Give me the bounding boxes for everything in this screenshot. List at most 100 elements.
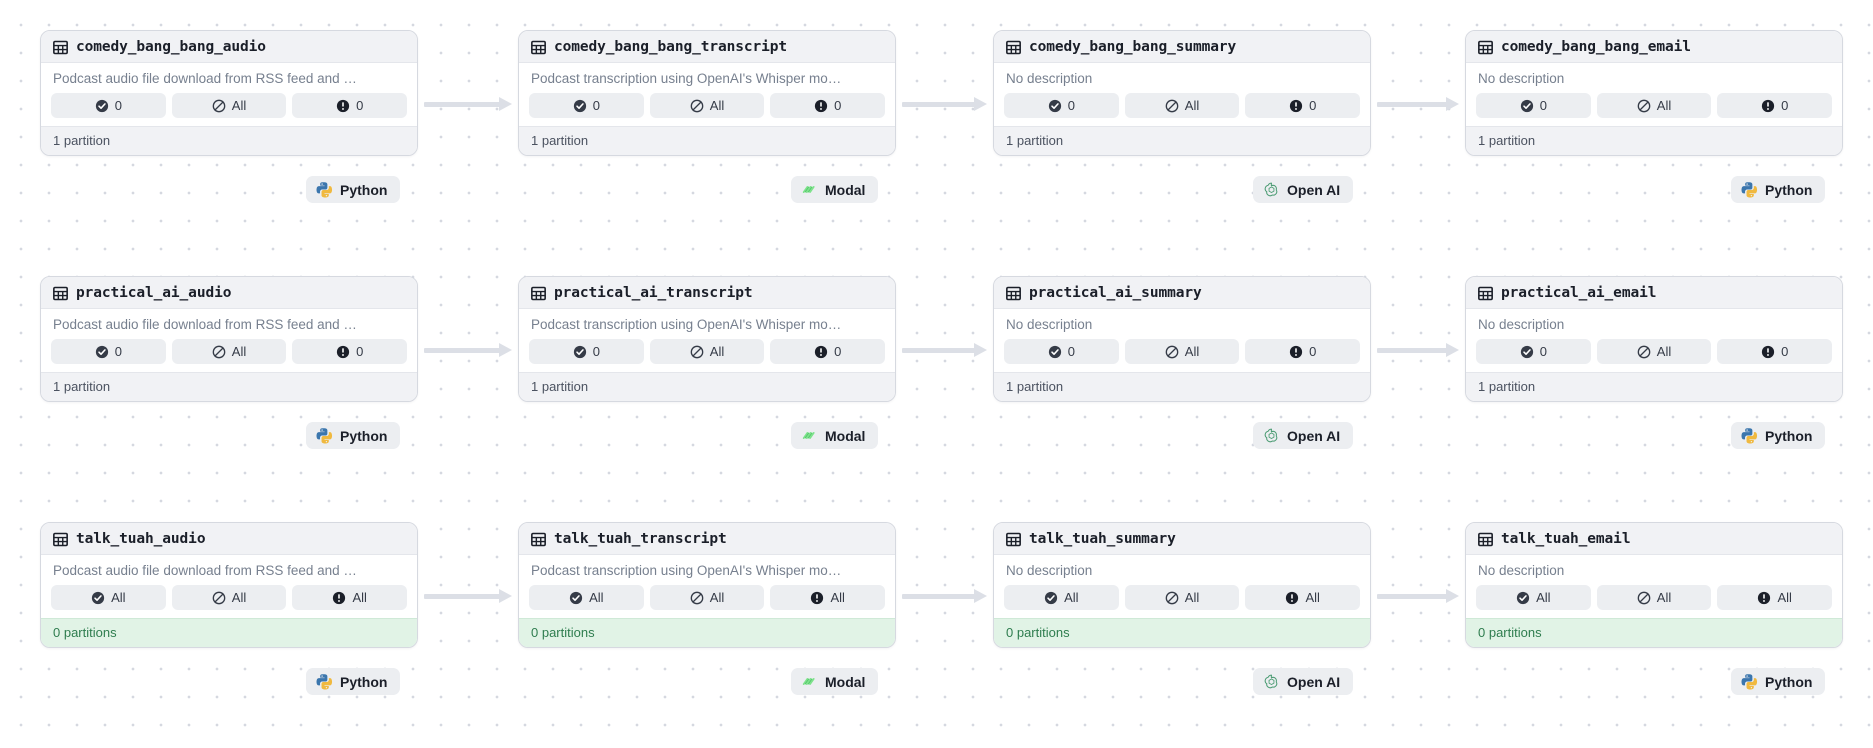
asset-partition-footer[interactable]: 1 partition xyxy=(41,126,417,155)
status-badge-slash-circle[interactable]: All xyxy=(1596,339,1712,364)
status-badge-exclamation-circle[interactable]: 0 xyxy=(770,339,886,364)
status-badge-check-circle[interactable]: All xyxy=(1004,585,1119,610)
status-badge-exclamation-circle[interactable]: All xyxy=(1717,585,1833,610)
tag-chip-python[interactable]: Python xyxy=(1731,422,1826,449)
asset-card-header[interactable]: talk_tuah_audio xyxy=(41,523,417,555)
slash-circle-icon xyxy=(1165,345,1179,358)
status-badge-check-circle[interactable]: All xyxy=(1476,585,1591,610)
status-badge-check-circle[interactable]: 0 xyxy=(1476,339,1591,364)
status-badge-check-circle[interactable]: All xyxy=(51,585,166,610)
asset-card-header[interactable]: comedy_bang_bang_transcript xyxy=(519,31,895,63)
asset-partition-footer[interactable]: 1 partition xyxy=(41,372,417,401)
status-badge-slash-circle[interactable]: All xyxy=(1596,585,1712,610)
status-badge-check-circle[interactable]: All xyxy=(529,585,644,610)
tag-chip-open-ai[interactable]: Open AI xyxy=(1253,668,1354,695)
tag-chip-open-ai[interactable]: Open AI xyxy=(1253,176,1354,203)
status-badge-exclamation-circle[interactable]: 0 xyxy=(1717,93,1833,118)
status-badge-check-circle[interactable]: 0 xyxy=(529,339,644,364)
status-badge-exclamation-circle[interactable]: All xyxy=(292,585,408,610)
status-badge-slash-circle[interactable]: All xyxy=(649,93,765,118)
status-badge-check-circle[interactable]: 0 xyxy=(51,339,166,364)
asset-card-header[interactable]: practical_ai_email xyxy=(1466,277,1842,309)
slash-circle-icon-wrap xyxy=(1637,591,1651,605)
tag-chip-python[interactable]: Python xyxy=(306,668,401,695)
asset-name: talk_tuah_transcript xyxy=(554,531,727,547)
asset-card-header[interactable]: talk_tuah_email xyxy=(1466,523,1842,555)
arrow-head xyxy=(499,97,512,111)
asset-partition-footer[interactable]: 0 partitions xyxy=(994,618,1370,647)
status-badge-check-circle[interactable]: 0 xyxy=(1004,339,1119,364)
asset-description: No description xyxy=(1006,317,1093,332)
asset-partition-footer[interactable]: 1 partition xyxy=(1466,126,1842,155)
status-badge-check-circle[interactable]: 0 xyxy=(51,93,166,118)
status-badge-slash-circle[interactable]: All xyxy=(171,93,287,118)
status-badge-exclamation-circle[interactable]: 0 xyxy=(1245,339,1361,364)
status-badge-exclamation-circle[interactable]: 0 xyxy=(292,93,408,118)
asset-partition-footer[interactable]: 0 partitions xyxy=(41,618,417,647)
status-badge-check-circle[interactable]: 0 xyxy=(1476,93,1591,118)
asset-partition-footer[interactable]: 1 partition xyxy=(1466,372,1842,401)
status-badge-slash-circle[interactable]: All xyxy=(171,585,287,610)
exclamation-circle-icon xyxy=(336,345,350,358)
status-badge-exclamation-circle[interactable]: 0 xyxy=(770,93,886,118)
dependency-arrow xyxy=(424,589,512,603)
asset-card-header[interactable]: talk_tuah_summary xyxy=(994,523,1370,555)
slash-circle-icon xyxy=(1165,591,1179,604)
asset-card-header[interactable]: practical_ai_transcript xyxy=(519,277,895,309)
tag-chip-modal[interactable]: Modal xyxy=(791,668,879,695)
status-badge-exclamation-circle[interactable]: 0 xyxy=(292,339,408,364)
asset-partition-footer[interactable]: 1 partition xyxy=(994,126,1370,155)
tag-chip-modal[interactable]: Modal xyxy=(791,422,879,449)
tag-chip-python[interactable]: Python xyxy=(306,422,401,449)
status-badge-exclamation-circle[interactable]: 0 xyxy=(1717,339,1833,364)
asset-card-header[interactable]: practical_ai_audio xyxy=(41,277,417,309)
asset-card-header[interactable]: comedy_bang_bang_audio xyxy=(41,31,417,63)
asset-partition-footer[interactable]: 1 partition xyxy=(519,372,895,401)
asset-partition-footer[interactable]: 0 partitions xyxy=(1466,618,1842,647)
status-badge-slash-circle[interactable]: All xyxy=(649,585,765,610)
asset-partition-footer[interactable]: 1 partition xyxy=(994,372,1370,401)
asset-card-header[interactable]: comedy_bang_bang_email xyxy=(1466,31,1842,63)
exclamation-circle-icon-wrap xyxy=(336,345,350,359)
tag-chip-modal[interactable]: Modal xyxy=(791,176,879,203)
status-badge-value: All xyxy=(589,590,604,605)
tag-chip-open-ai[interactable]: Open AI xyxy=(1253,422,1354,449)
status-badge-check-circle[interactable]: 0 xyxy=(1004,93,1119,118)
asset-card-header[interactable]: talk_tuah_transcript xyxy=(519,523,895,555)
asset-card-header[interactable]: comedy_bang_bang_summary xyxy=(994,31,1370,63)
status-badge-slash-circle[interactable]: All xyxy=(1124,93,1240,118)
status-badge-check-circle[interactable]: 0 xyxy=(529,93,644,118)
tag-chip-python[interactable]: Python xyxy=(1731,176,1826,203)
status-badge-slash-circle[interactable]: All xyxy=(1124,339,1240,364)
status-badge-slash-circle[interactable]: All xyxy=(1596,93,1712,118)
slash-circle-icon xyxy=(1637,345,1651,358)
status-badge-slash-circle[interactable]: All xyxy=(649,339,765,364)
asset-name: comedy_bang_bang_audio xyxy=(76,39,266,55)
asset-partition-footer[interactable]: 0 partitions xyxy=(519,618,895,647)
status-badge-exclamation-circle[interactable]: 0 xyxy=(1245,93,1361,118)
asset-partition-footer[interactable]: 1 partition xyxy=(519,126,895,155)
tag-chip-python[interactable]: Python xyxy=(306,176,401,203)
status-badge-exclamation-circle[interactable]: All xyxy=(1245,585,1361,610)
status-badge-slash-circle[interactable]: All xyxy=(1124,585,1240,610)
status-badge-value: 0 xyxy=(1539,344,1547,359)
status-badge-slash-circle[interactable]: All xyxy=(171,339,287,364)
tag-chip-python[interactable]: Python xyxy=(1731,668,1826,695)
status-badge-exclamation-circle[interactable]: All xyxy=(770,585,886,610)
asset-card-header[interactable]: practical_ai_summary xyxy=(994,277,1370,309)
